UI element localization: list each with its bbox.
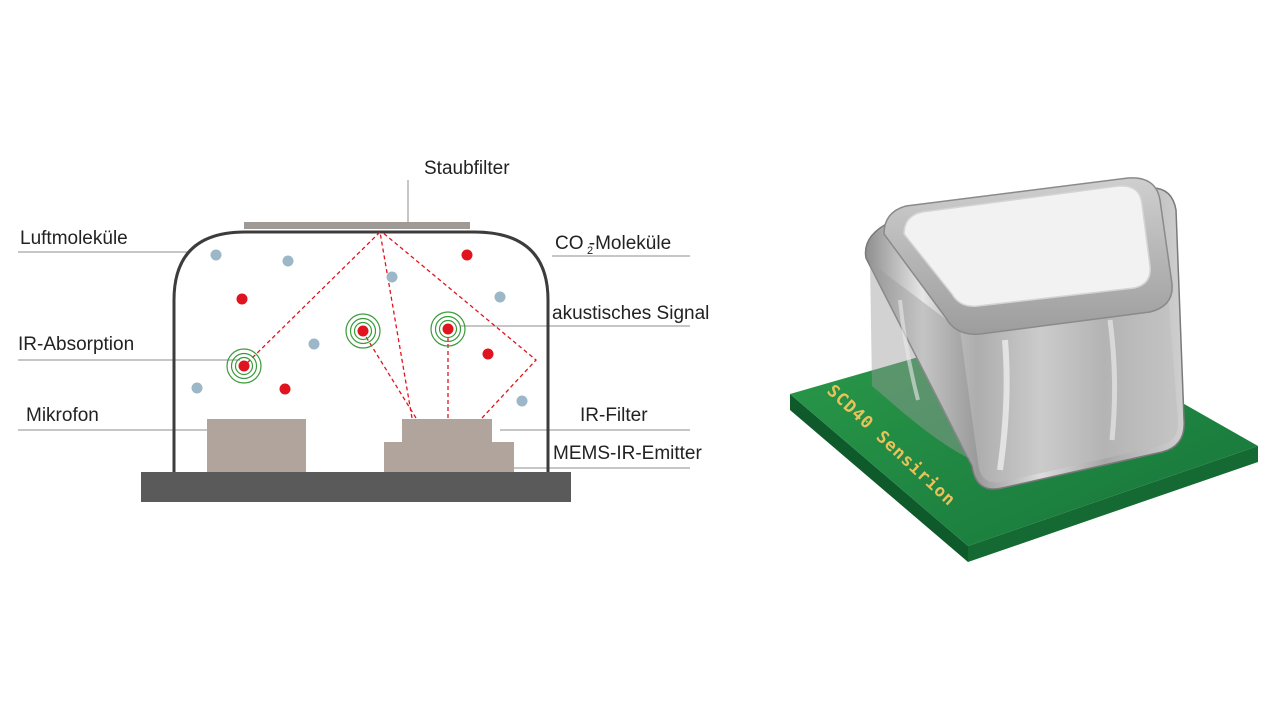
air-molecule (191, 382, 203, 394)
metal-can-side (870, 262, 978, 462)
air-molecule (308, 338, 320, 350)
housing-outline (172, 230, 550, 472)
absorbing-molecule (430, 311, 466, 347)
white-cap (903, 185, 1151, 307)
sensor-cross-section-diagram: Staubfilter Luftmoleküle CO -Moleküle 2 … (18, 158, 709, 502)
label-ir-filter: IR-Filter (580, 405, 648, 426)
co2-molecule (482, 348, 494, 360)
label-mems-ir-emitter: MEMS-IR-Emitter (553, 443, 703, 464)
label-air-molecules: Luftmoleküle (20, 228, 128, 249)
label-co2-molecules: CO -Moleküle (555, 233, 671, 254)
co2-molecules (236, 249, 494, 395)
ir-filter-block (402, 419, 492, 442)
co2-molecule (461, 249, 473, 261)
dust-filter (244, 222, 470, 229)
metal-can-front (960, 296, 1179, 483)
ir-beam-paths (243, 230, 537, 419)
label-microphone: Mikrofon (26, 405, 99, 426)
air-molecule (386, 271, 398, 283)
leader-lines (18, 180, 690, 469)
absorbing-molecule (345, 313, 381, 349)
co2-molecule (236, 293, 248, 305)
air-molecules (191, 249, 528, 407)
pcb-board-side (790, 394, 968, 562)
label-dust-filter: Staubfilter (424, 158, 510, 179)
absorbing-molecule (226, 348, 262, 384)
air-molecule (494, 291, 506, 303)
air-molecule (282, 255, 294, 267)
base-plate (141, 472, 571, 502)
co2-molecule (279, 383, 291, 395)
mems-ir-emitter-block (384, 442, 514, 472)
label-ir-absorption: IR-Absorption (18, 334, 134, 355)
microphone-block (207, 419, 306, 472)
pcb-board-side (968, 446, 1258, 562)
label-acoustic-signal: akustisches Signal (552, 303, 709, 324)
air-molecule (516, 395, 528, 407)
sensor-product-photo: SCD40 Sensirion (790, 177, 1258, 562)
air-molecule (210, 249, 222, 261)
label-co2-subscript: 2 (587, 245, 593, 257)
